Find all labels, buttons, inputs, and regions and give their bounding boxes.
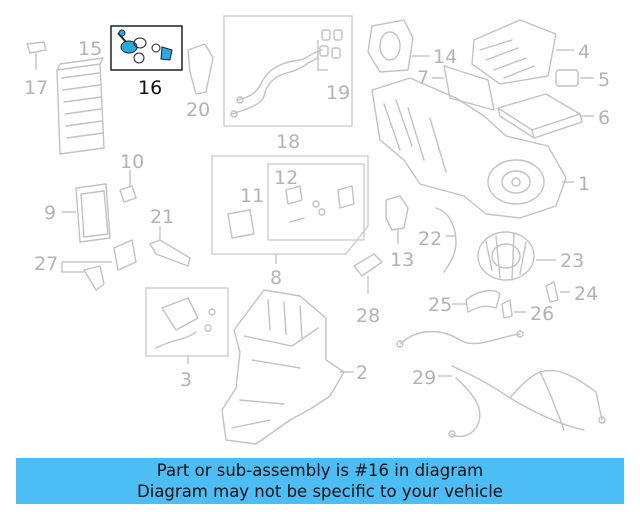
callout-14[interactable]: 14	[433, 46, 457, 68]
part-16-group[interactable]: 16	[110, 25, 183, 99]
part-23-group[interactable]: 23	[477, 231, 584, 281]
part-11-group[interactable]: 11	[227, 185, 264, 239]
part-18-group[interactable]: 18	[223, 15, 353, 153]
callout-16[interactable]: 16	[138, 77, 162, 99]
part-27-icon	[83, 239, 137, 291]
part-4-group[interactable]: 4	[471, 19, 590, 85]
callout-27[interactable]: 27	[34, 253, 58, 275]
part-6-group[interactable]: 6	[497, 93, 610, 139]
part-10-group[interactable]: 10	[119, 151, 144, 203]
callout-17[interactable]: 17	[24, 77, 48, 99]
part-17-icon	[26, 41, 47, 54]
part-3-group[interactable]: 3	[145, 287, 229, 391]
part-13-icon	[385, 195, 409, 231]
part-1-icon	[371, 77, 567, 219]
part-22-icon	[435, 207, 457, 273]
part-22-group[interactable]: 22	[418, 207, 457, 273]
callout-21[interactable]: 21	[150, 206, 174, 228]
callout-3[interactable]: 3	[180, 369, 192, 391]
part-16-icon	[117, 29, 173, 64]
part-19-group[interactable]: 19	[317, 29, 350, 104]
part-4-icon	[471, 19, 557, 85]
callout-6[interactable]: 6	[598, 107, 610, 129]
part-16-box	[110, 25, 183, 71]
part-26-icon	[501, 299, 513, 319]
part-12-frame	[267, 163, 365, 241]
callout-25[interactable]: 25	[428, 294, 452, 316]
part-14-icon	[367, 19, 414, 73]
part-7-icon	[443, 65, 495, 111]
part-17-group[interactable]: 17	[24, 41, 48, 99]
part-7-group[interactable]: 7	[417, 65, 495, 111]
callout-4[interactable]: 4	[578, 41, 590, 63]
part-15-icon	[56, 57, 105, 155]
part-21-icon	[149, 239, 191, 267]
callout-29[interactable]: 29	[412, 367, 436, 389]
part-5-icon	[555, 69, 579, 87]
part-12-icon	[285, 185, 355, 223]
part-18-icon	[230, 49, 323, 118]
callout-28[interactable]: 28	[356, 305, 380, 327]
part-27-group[interactable]: 27	[34, 239, 137, 291]
callout-8[interactable]: 8	[270, 267, 282, 289]
callout-11[interactable]: 11	[240, 185, 264, 207]
callout-13[interactable]: 13	[390, 249, 414, 271]
callout-20[interactable]: 20	[186, 99, 210, 121]
part-20-group[interactable]: 20	[186, 43, 214, 121]
part-3-icon	[155, 297, 216, 349]
part-2-group[interactable]: 2	[221, 289, 368, 445]
part-25-group[interactable]: 25	[428, 289, 501, 316]
part-26-group[interactable]: 26	[501, 299, 554, 325]
part-6-icon	[497, 93, 583, 139]
part-12-group[interactable]: 12	[267, 163, 365, 241]
banner-line-1: Part or sub-assembly is #16 in diagram	[156, 461, 484, 480]
info-banner: Part or sub-assembly is #16 in diagram D…	[16, 458, 624, 504]
part-11-icon	[227, 209, 255, 239]
part-19-icon	[319, 29, 343, 59]
part-14-group[interactable]: 14	[367, 19, 457, 73]
part-2-icon	[221, 289, 345, 445]
callout-18[interactable]: 18	[276, 131, 300, 153]
callout-9[interactable]: 9	[44, 202, 56, 224]
part-1-group[interactable]: 1	[371, 77, 590, 219]
callout-23[interactable]: 23	[560, 250, 584, 272]
part-9-group[interactable]: 9	[44, 183, 111, 243]
part-29-group[interactable]: 29	[396, 330, 606, 438]
callout-24[interactable]: 24	[574, 283, 598, 305]
part-20-icon	[187, 43, 214, 95]
part-25-icon	[465, 289, 501, 313]
part-24-group[interactable]: 24	[545, 281, 598, 305]
part-23-icon	[477, 231, 535, 281]
callout-26[interactable]: 26	[530, 303, 554, 325]
part-13-group[interactable]: 13	[385, 195, 414, 271]
part-28-group[interactable]: 28	[353, 253, 383, 327]
part-18-frame	[223, 15, 353, 127]
part-24-icon	[545, 281, 559, 303]
callout-7[interactable]: 7	[417, 67, 429, 89]
callout-19[interactable]: 19	[326, 82, 350, 104]
banner-line-2: Diagram may not be specific to your vehi…	[137, 482, 503, 501]
callout-15[interactable]: 15	[78, 38, 102, 60]
part-3-frame	[145, 287, 229, 357]
part-21-group[interactable]: 21	[149, 206, 191, 267]
part-10-icon	[119, 185, 137, 203]
callout-5[interactable]: 5	[598, 69, 610, 91]
part-9-icon	[75, 183, 111, 243]
callout-10[interactable]: 10	[120, 151, 144, 173]
part-5-group[interactable]: 5	[555, 69, 610, 91]
callout-1[interactable]: 1	[578, 173, 590, 195]
callout-12[interactable]: 12	[274, 167, 298, 189]
part-29-icon	[396, 330, 606, 438]
part-28-icon	[353, 253, 383, 277]
parts-diagram: 16 17 15 20 18	[24, 15, 610, 445]
callout-2[interactable]: 2	[356, 362, 368, 384]
callout-22[interactable]: 22	[418, 228, 442, 250]
part-15-group[interactable]: 15	[56, 38, 105, 155]
